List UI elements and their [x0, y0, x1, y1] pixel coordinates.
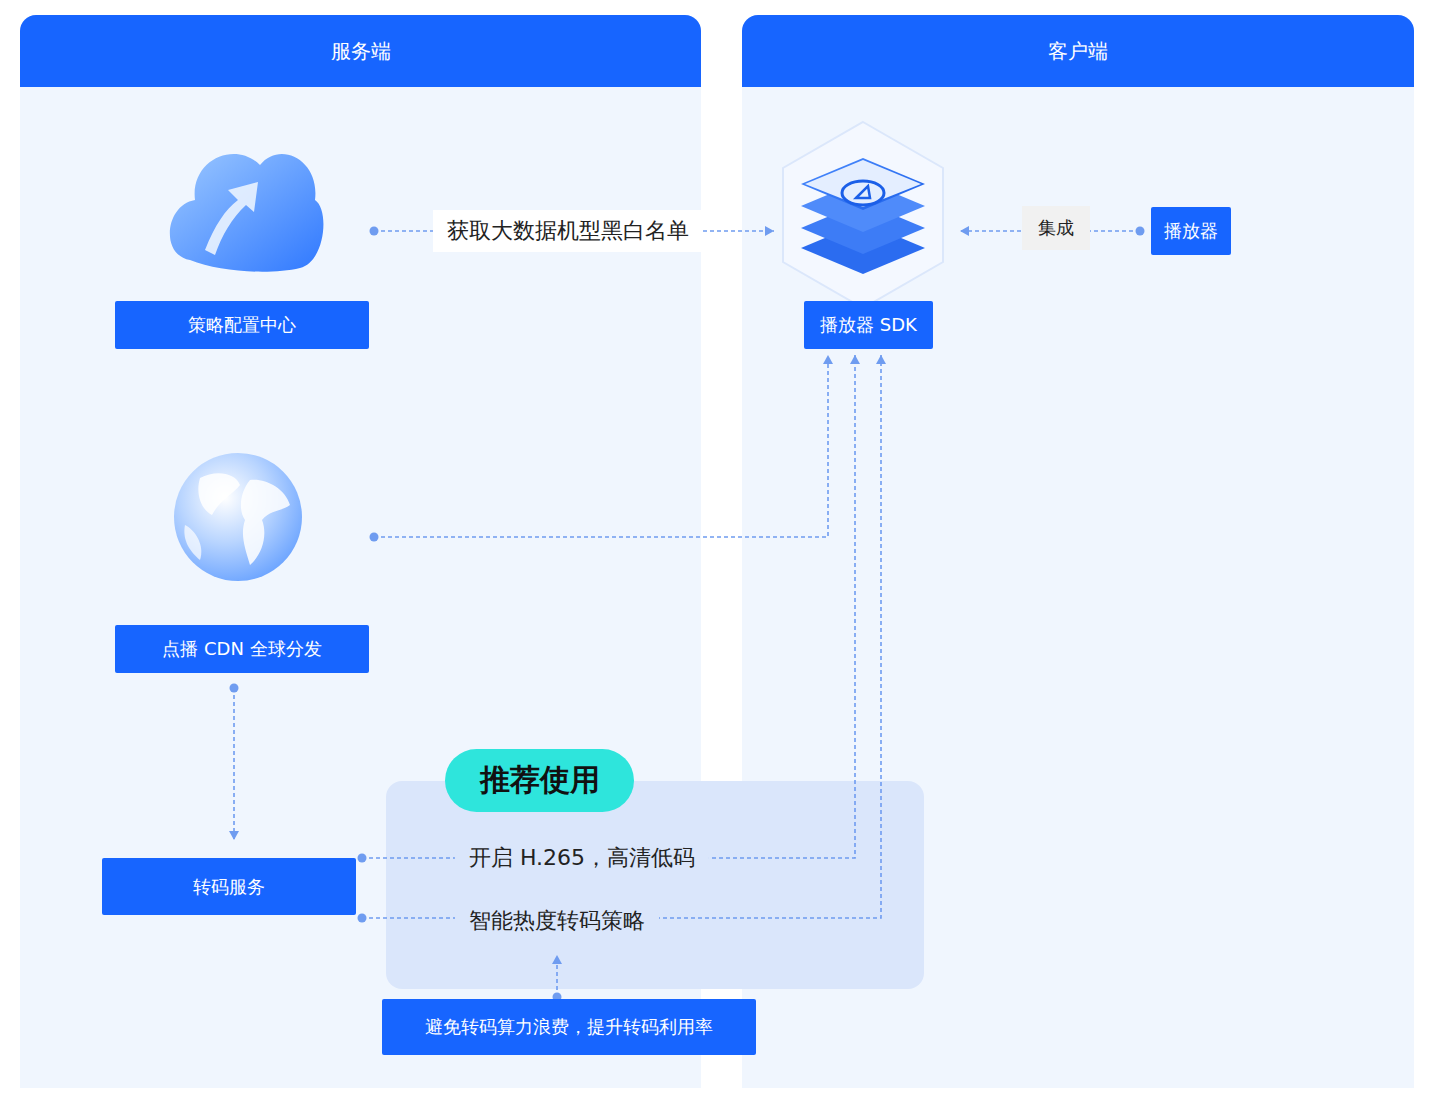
edge-label: 集成: [1022, 206, 1090, 250]
globe-land: [241, 480, 290, 565]
panel-header: 客户端: [742, 15, 1414, 87]
globe-land: [198, 473, 240, 515]
cloud-shape: [170, 154, 324, 272]
dashed-line: [362, 355, 881, 918]
node-text: 转码服务: [193, 875, 265, 899]
connector: [370, 226, 775, 236]
node-text: 策略配置中心: [188, 313, 296, 337]
line-dot: [230, 684, 239, 693]
node-text: 客户端: [1048, 38, 1108, 65]
client-panel: 客户端播放器 SDK 播放器: [742, 15, 1414, 1088]
line-dot: [370, 227, 379, 236]
arrow-head: [552, 955, 562, 964]
arrow-head: [960, 226, 969, 236]
label-box: 转码服务: [102, 858, 356, 915]
connector: [370, 355, 834, 542]
cloud-arrow: [205, 182, 258, 255]
connector: [960, 226, 1145, 236]
dashed-line: [233, 688, 235, 840]
cloud-icon: [170, 154, 324, 272]
dashed-line: [374, 230, 774, 232]
benefit-box: 避免转码算力浪费，提升转码利用率: [382, 999, 756, 1055]
arrow-head: [876, 355, 886, 364]
sdk-play: [856, 186, 870, 198]
group-fill: [386, 781, 924, 989]
label-box: 播放器 SDK: [804, 301, 933, 349]
sdk-top: [805, 160, 921, 207]
node-text: 避免转码算力浪费，提升转码利用率: [425, 1015, 713, 1039]
line-dot: [1136, 227, 1145, 236]
label-box: 避免转码算力浪费，提升转码利用率: [382, 999, 756, 1055]
recommend-pill: 推荐使用: [445, 749, 634, 812]
connector: [552, 955, 562, 1002]
node-text: 服务端: [331, 38, 391, 65]
node-text: 播放器: [1164, 219, 1218, 243]
server-panel: 服务端策略配置中心点播 CDN 全球分发转码服务: [20, 15, 701, 1088]
sdk-hexagon: [783, 122, 943, 308]
connector: [358, 355, 887, 923]
arrow-head: [765, 226, 774, 236]
label-box: 播放器: [1151, 207, 1231, 255]
dashed-line: [960, 230, 1140, 232]
globe-icon: [174, 453, 302, 581]
globe-land: [184, 525, 201, 560]
connector: [229, 684, 239, 841]
line-dot: [358, 914, 367, 923]
policy-center: 策略配置中心: [115, 120, 369, 349]
node-text: 播放器 SDK: [820, 313, 917, 337]
sdk-icon: [783, 122, 943, 308]
globe-sphere: [174, 453, 302, 581]
line-dot: [370, 533, 379, 542]
panel-header: 服务端: [20, 15, 701, 87]
connector: [358, 355, 861, 863]
cdn-node: 点播 CDN 全球分发: [115, 450, 369, 673]
arrow-head: [850, 355, 860, 364]
arrow-head: [229, 831, 239, 840]
label-box: 点播 CDN 全球分发: [115, 625, 369, 673]
player-box: 播放器: [1151, 207, 1231, 255]
sdk-layer: [801, 158, 925, 210]
dashed-line: [362, 355, 855, 858]
transcode-service: 转码服务: [102, 858, 356, 915]
sdk-ring: [842, 181, 884, 205]
edge-label: 智能热度转码策略: [455, 904, 659, 938]
arrow-head: [823, 355, 833, 364]
recommend-group: 推荐使用: [386, 781, 924, 989]
label-box: 策略配置中心: [115, 301, 369, 349]
player-sdk: 播放器 SDK: [780, 120, 946, 349]
node-text: 点播 CDN 全球分发: [162, 637, 321, 661]
line-dot: [358, 854, 367, 863]
dashed-line: [374, 355, 828, 537]
node-text: 推荐使用: [480, 760, 600, 801]
